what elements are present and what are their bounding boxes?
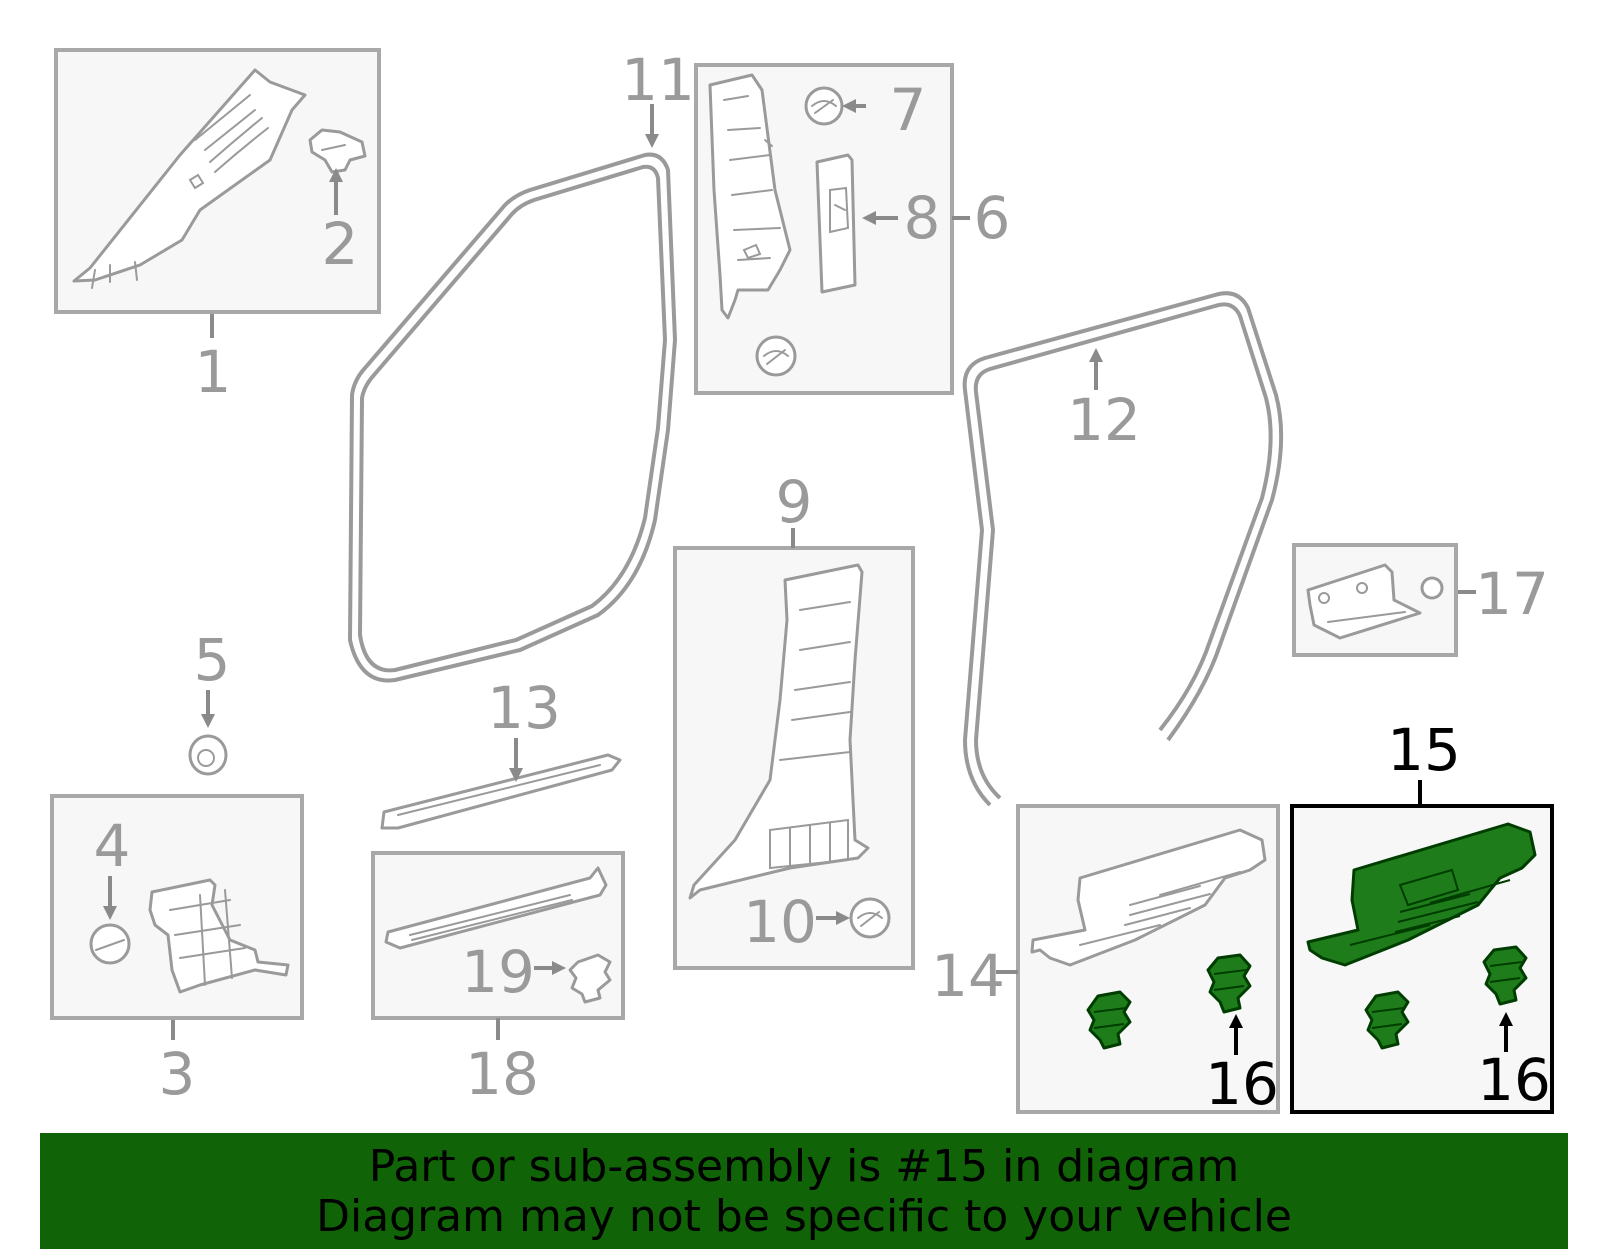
callout-18: 18 [465, 1040, 539, 1108]
part-group-11[interactable]: 11 [348, 46, 695, 683]
clip-6-lower [755, 335, 797, 377]
a-pillar-garnish [72, 68, 307, 289]
cowl-side-trim [148, 878, 290, 994]
callout-3: 3 [159, 1040, 196, 1108]
clip-16-a [1086, 990, 1132, 1050]
garnish-8 [815, 153, 857, 294]
part-group-12[interactable]: 12 [962, 291, 1284, 807]
part-group-9[interactable]: 9 10 [673, 468, 915, 970]
clip-4 [89, 923, 131, 965]
clip-10 [849, 897, 891, 939]
callout-10: 10 [743, 888, 817, 956]
callout-6: 6 [974, 184, 1011, 252]
callout-5: 5 [194, 626, 231, 694]
grommet-17 [1420, 576, 1444, 600]
part-group-18[interactable]: 19 18 [371, 851, 625, 1108]
pillar-garnish-upper [708, 73, 792, 320]
clip-2 [308, 128, 367, 174]
callout-19: 19 [461, 938, 535, 1006]
callout-12: 12 [1067, 386, 1141, 454]
callout-15: 15 [1387, 716, 1461, 784]
clip-16-c [1364, 990, 1410, 1050]
callout-14: 14 [931, 942, 1005, 1010]
callout-8: 8 [904, 184, 941, 252]
part-group-3[interactable]: 4 3 [50, 794, 304, 1108]
clip-19 [568, 953, 612, 1004]
callout-16-b: 16 [1477, 1046, 1551, 1114]
part-group-15[interactable]: 15 16 [1290, 716, 1554, 1114]
highlighted-panel-15 [1306, 822, 1537, 967]
callout-11: 11 [621, 46, 695, 114]
callout-7: 7 [890, 76, 927, 144]
callout-4: 4 [94, 812, 131, 880]
callout-9: 9 [776, 468, 813, 536]
banner-line-2: Diagram may not be specific to your vehi… [316, 1191, 1292, 1242]
info-banner: Part or sub-assembly is #15 in diagram D… [40, 1133, 1568, 1249]
bracket-17 [1306, 563, 1422, 640]
callout-2: 2 [322, 210, 359, 278]
part-group-13[interactable]: 13 [380, 674, 622, 830]
clip-16-d [1482, 945, 1528, 1006]
clip-7 [804, 86, 844, 126]
part-group-17[interactable]: 17 [1292, 543, 1549, 657]
part-group-6[interactable]: 7 8 6 [694, 63, 1011, 395]
banner-line-1: Part or sub-assembly is #15 in diagram [368, 1141, 1240, 1192]
part-group-14[interactable]: 16 14 [931, 804, 1280, 1118]
banner-background [40, 1133, 1568, 1249]
scuff-plate-18 [384, 866, 608, 950]
cushion-5 [188, 734, 228, 776]
callout-16-a: 16 [1205, 1050, 1279, 1118]
callout-13: 13 [487, 674, 561, 742]
pillar-garnish-lower [688, 563, 870, 900]
panel-14-part [1030, 828, 1267, 967]
clip-16-b [1206, 953, 1252, 1014]
callout-1: 1 [195, 338, 232, 406]
scuff-plate-13 [380, 753, 622, 830]
part-group-1[interactable]: 2 1 [54, 48, 381, 406]
part-group-5[interactable]: 5 [188, 626, 231, 776]
callout-17: 17 [1475, 560, 1549, 628]
